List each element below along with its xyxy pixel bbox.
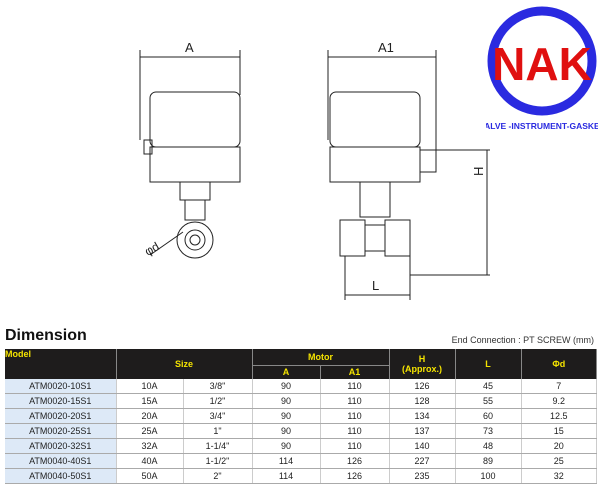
header-motor: Motor: [252, 349, 390, 366]
cell-d: 25: [521, 453, 598, 469]
cell-size-a: 32A: [116, 438, 184, 454]
cell-motor-a1: 110: [320, 393, 390, 409]
cell-h: 235: [389, 468, 456, 484]
cell-model: ATM0020-10S1: [5, 379, 117, 394]
cell-size-inch: 3/4": [183, 408, 253, 424]
cell-model: ATM0020-20S1: [5, 408, 117, 424]
cell-model: ATM0020-25S1: [5, 423, 117, 439]
nak-logo: NAK VALVE -INSTRUMENT-GASKET: [486, 6, 598, 131]
cell-d: 15: [521, 423, 598, 439]
cell-motor-a: 90: [252, 379, 321, 394]
cell-size-a: 25A: [116, 423, 184, 439]
cell-motor-a1: 110: [320, 379, 390, 394]
cell-motor-a: 90: [252, 438, 321, 454]
cell-motor-a: 90: [252, 393, 321, 409]
cell-l: 45: [455, 379, 522, 394]
cell-h: 126: [389, 379, 456, 394]
header-size: Size: [116, 349, 253, 379]
svg-text:VALVE -INSTRUMENT-GASKET: VALVE -INSTRUMENT-GASKET: [486, 121, 598, 131]
end-connection-note: End Connection : PT SCREW (mm): [451, 335, 594, 345]
header-l: L: [455, 349, 522, 379]
cell-motor-a: 90: [252, 408, 321, 424]
cell-d: 12.5: [521, 408, 598, 424]
cell-h: 227: [389, 453, 456, 469]
dim-l-label: L: [372, 278, 379, 293]
cell-d: 32: [521, 468, 598, 484]
cell-d: 7: [521, 379, 598, 394]
cell-size-a: 50A: [116, 468, 184, 484]
cell-l: 60: [455, 408, 522, 424]
cell-motor-a1: 110: [320, 423, 390, 439]
cell-model: ATM0020-15S1: [5, 393, 117, 409]
cell-size-inch: 1": [183, 423, 253, 439]
cell-l: 48: [455, 438, 522, 454]
cell-size-inch: 1-1/2": [183, 453, 253, 469]
section-title: Dimension: [5, 327, 87, 344]
header-a: A: [252, 365, 321, 379]
cell-l: 100: [455, 468, 522, 484]
cell-motor-a1: 110: [320, 408, 390, 424]
cell-l: 73: [455, 423, 522, 439]
cell-size-a: 20A: [116, 408, 184, 424]
cell-size-a: 10A: [116, 379, 184, 394]
cell-motor-a1: 126: [320, 453, 390, 469]
cell-size-inch: 1-1/4": [183, 438, 253, 454]
cell-size-inch: 2": [183, 468, 253, 484]
header-d: Φd: [521, 349, 598, 379]
cell-h: 128: [389, 393, 456, 409]
valve-drawing: A φd A1 L H: [139, 40, 490, 300]
cell-motor-a: 90: [252, 423, 321, 439]
cell-size-a: 40A: [116, 453, 184, 469]
header-a1: A1: [320, 365, 390, 379]
cell-h: 140: [389, 438, 456, 454]
dimension-table: Model Size Motor H (Approx.) L Φd A A1 A…: [5, 349, 598, 484]
cell-model: ATM0040-50S1: [5, 468, 117, 484]
cell-l: 89: [455, 453, 522, 469]
cell-d: 20: [521, 438, 598, 454]
cell-h: 137: [389, 423, 456, 439]
cell-size-a: 15A: [116, 393, 184, 409]
cell-h: 134: [389, 408, 456, 424]
dim-d-label: φd: [142, 239, 162, 258]
cell-size-inch: 3/8": [183, 379, 253, 394]
cell-model: ATM0040-40S1: [5, 453, 117, 469]
cell-motor-a: 114: [252, 468, 321, 484]
cell-d: 9.2: [521, 393, 598, 409]
dim-h-label: H: [471, 167, 486, 176]
dim-a1-label: A1: [378, 40, 394, 55]
cell-motor-a: 114: [252, 453, 321, 469]
svg-text:NAK: NAK: [492, 38, 592, 90]
cell-l: 55: [455, 393, 522, 409]
header-h: H (Approx.): [389, 349, 456, 379]
dim-a-label: A: [185, 40, 194, 55]
header-model: Model: [5, 349, 117, 379]
cell-motor-a1: 126: [320, 468, 390, 484]
cell-size-inch: 1/2": [183, 393, 253, 409]
cell-model: ATM0020-32S1: [5, 438, 117, 454]
cell-motor-a1: 110: [320, 438, 390, 454]
